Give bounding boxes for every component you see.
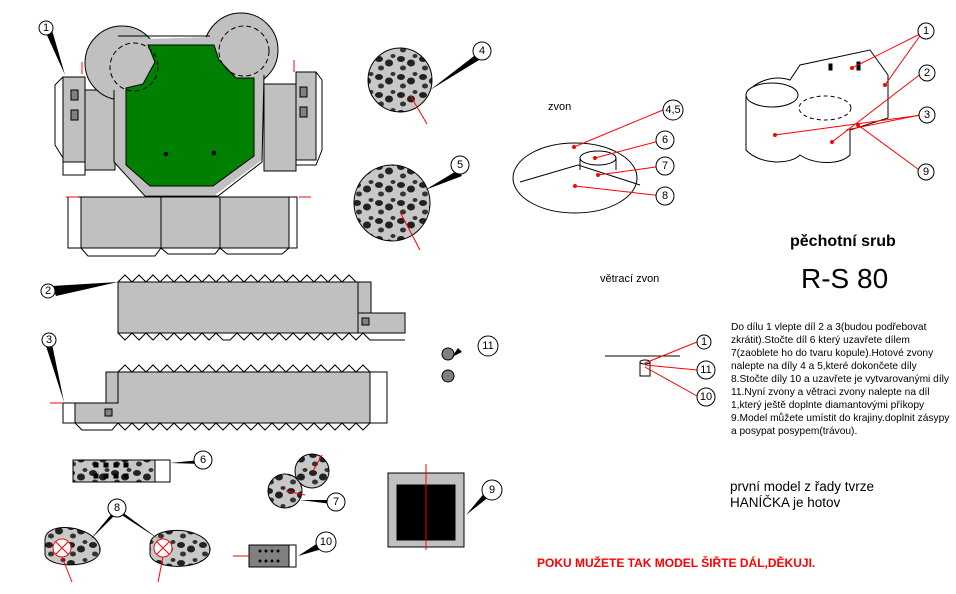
number-markers: 1 2 3 4 5 6 7 8 9 10 11 4,5 6 7 8 1 2 3 … xyxy=(38,20,936,553)
svg-text:7: 7 xyxy=(333,496,339,508)
marker-r3: 3 xyxy=(918,106,936,124)
svg-text:10: 10 xyxy=(320,536,332,548)
svg-text:2: 2 xyxy=(924,67,930,79)
marker-5: 5 xyxy=(450,155,470,175)
model-title: pěchotní srub xyxy=(790,233,896,250)
marker-4-5: 4,5 xyxy=(662,99,684,121)
svg-text:7: 7 xyxy=(662,160,668,172)
svg-text:2: 2 xyxy=(45,285,51,297)
model-code: R-S 80 xyxy=(801,263,889,294)
part-11-caps xyxy=(441,347,455,383)
bell-diagram xyxy=(512,109,664,214)
marker-v1: 1 xyxy=(696,334,712,350)
svg-text:9: 9 xyxy=(489,484,495,496)
marker-1: 1 xyxy=(38,20,54,36)
svg-text:11: 11 xyxy=(482,340,493,352)
marker-9: 9 xyxy=(481,479,503,501)
svg-text:3: 3 xyxy=(924,109,930,121)
note-line-1: první model z řady tvrze xyxy=(730,479,875,494)
part-5-dome xyxy=(353,164,431,251)
part-8-pieces xyxy=(44,527,211,583)
marker-r9: 9 xyxy=(917,163,935,181)
part-3-wall-strip xyxy=(50,364,388,431)
marker-7: 7 xyxy=(326,492,346,512)
marker-11: 11 xyxy=(477,335,499,357)
svg-text:11: 11 xyxy=(700,364,711,376)
svg-text:10: 10 xyxy=(700,391,712,403)
footer-message: POKU MUŽETE TAK MODEL ŠIŘTE DÁL,DĚKUJI. xyxy=(537,556,816,570)
marker-c8: 8 xyxy=(655,186,675,206)
note-line-2: HANÍČKA je hotov xyxy=(730,495,841,510)
svg-text:4,5: 4,5 xyxy=(665,104,680,116)
part-2-wall-strip xyxy=(117,274,406,341)
marker-c6: 6 xyxy=(655,130,675,150)
assembly-instructions: Do dílu 1 vlepte díl 2 a 3(budou podřebo… xyxy=(731,322,950,437)
svg-text:4: 4 xyxy=(479,45,485,57)
svg-text:6: 6 xyxy=(662,134,668,146)
marker-r2: 2 xyxy=(918,64,936,82)
completion-note: první model z řady tvrze HANÍČKA je hoto… xyxy=(730,479,874,511)
svg-text:9: 9 xyxy=(923,166,929,178)
marker-4: 4 xyxy=(472,41,492,61)
marker-2: 2 xyxy=(40,283,56,299)
svg-text:8: 8 xyxy=(662,190,668,202)
vent-bell-diagram xyxy=(605,341,698,397)
part-6-strip xyxy=(72,459,171,483)
bunker-iso-view xyxy=(745,32,923,173)
part-1-base xyxy=(54,12,323,257)
vent-bell-label: větrací zvon xyxy=(600,273,660,285)
marker-6: 6 xyxy=(193,450,213,470)
marker-8: 8 xyxy=(107,498,127,518)
marker-10: 10 xyxy=(315,531,337,553)
part-10-strip xyxy=(233,544,297,568)
part-4-dome xyxy=(367,47,433,125)
marker-v10: 10 xyxy=(696,387,716,407)
svg-text:6: 6 xyxy=(200,454,206,466)
svg-text:1: 1 xyxy=(923,25,929,37)
svg-text:3: 3 xyxy=(46,334,52,346)
marker-c7: 7 xyxy=(655,156,675,176)
part-7-caps xyxy=(267,453,330,509)
part-9-ditch xyxy=(387,464,465,550)
svg-text:5: 5 xyxy=(457,159,463,171)
svg-text:8: 8 xyxy=(114,502,120,514)
svg-text:1: 1 xyxy=(43,22,49,34)
marker-r1: 1 xyxy=(917,22,935,40)
bell-label: zvon xyxy=(548,101,572,113)
svg-text:1: 1 xyxy=(701,336,707,348)
marker-3: 3 xyxy=(41,332,57,348)
marker-v11: 11 xyxy=(696,360,716,380)
part-callout-pointers xyxy=(46,30,490,556)
